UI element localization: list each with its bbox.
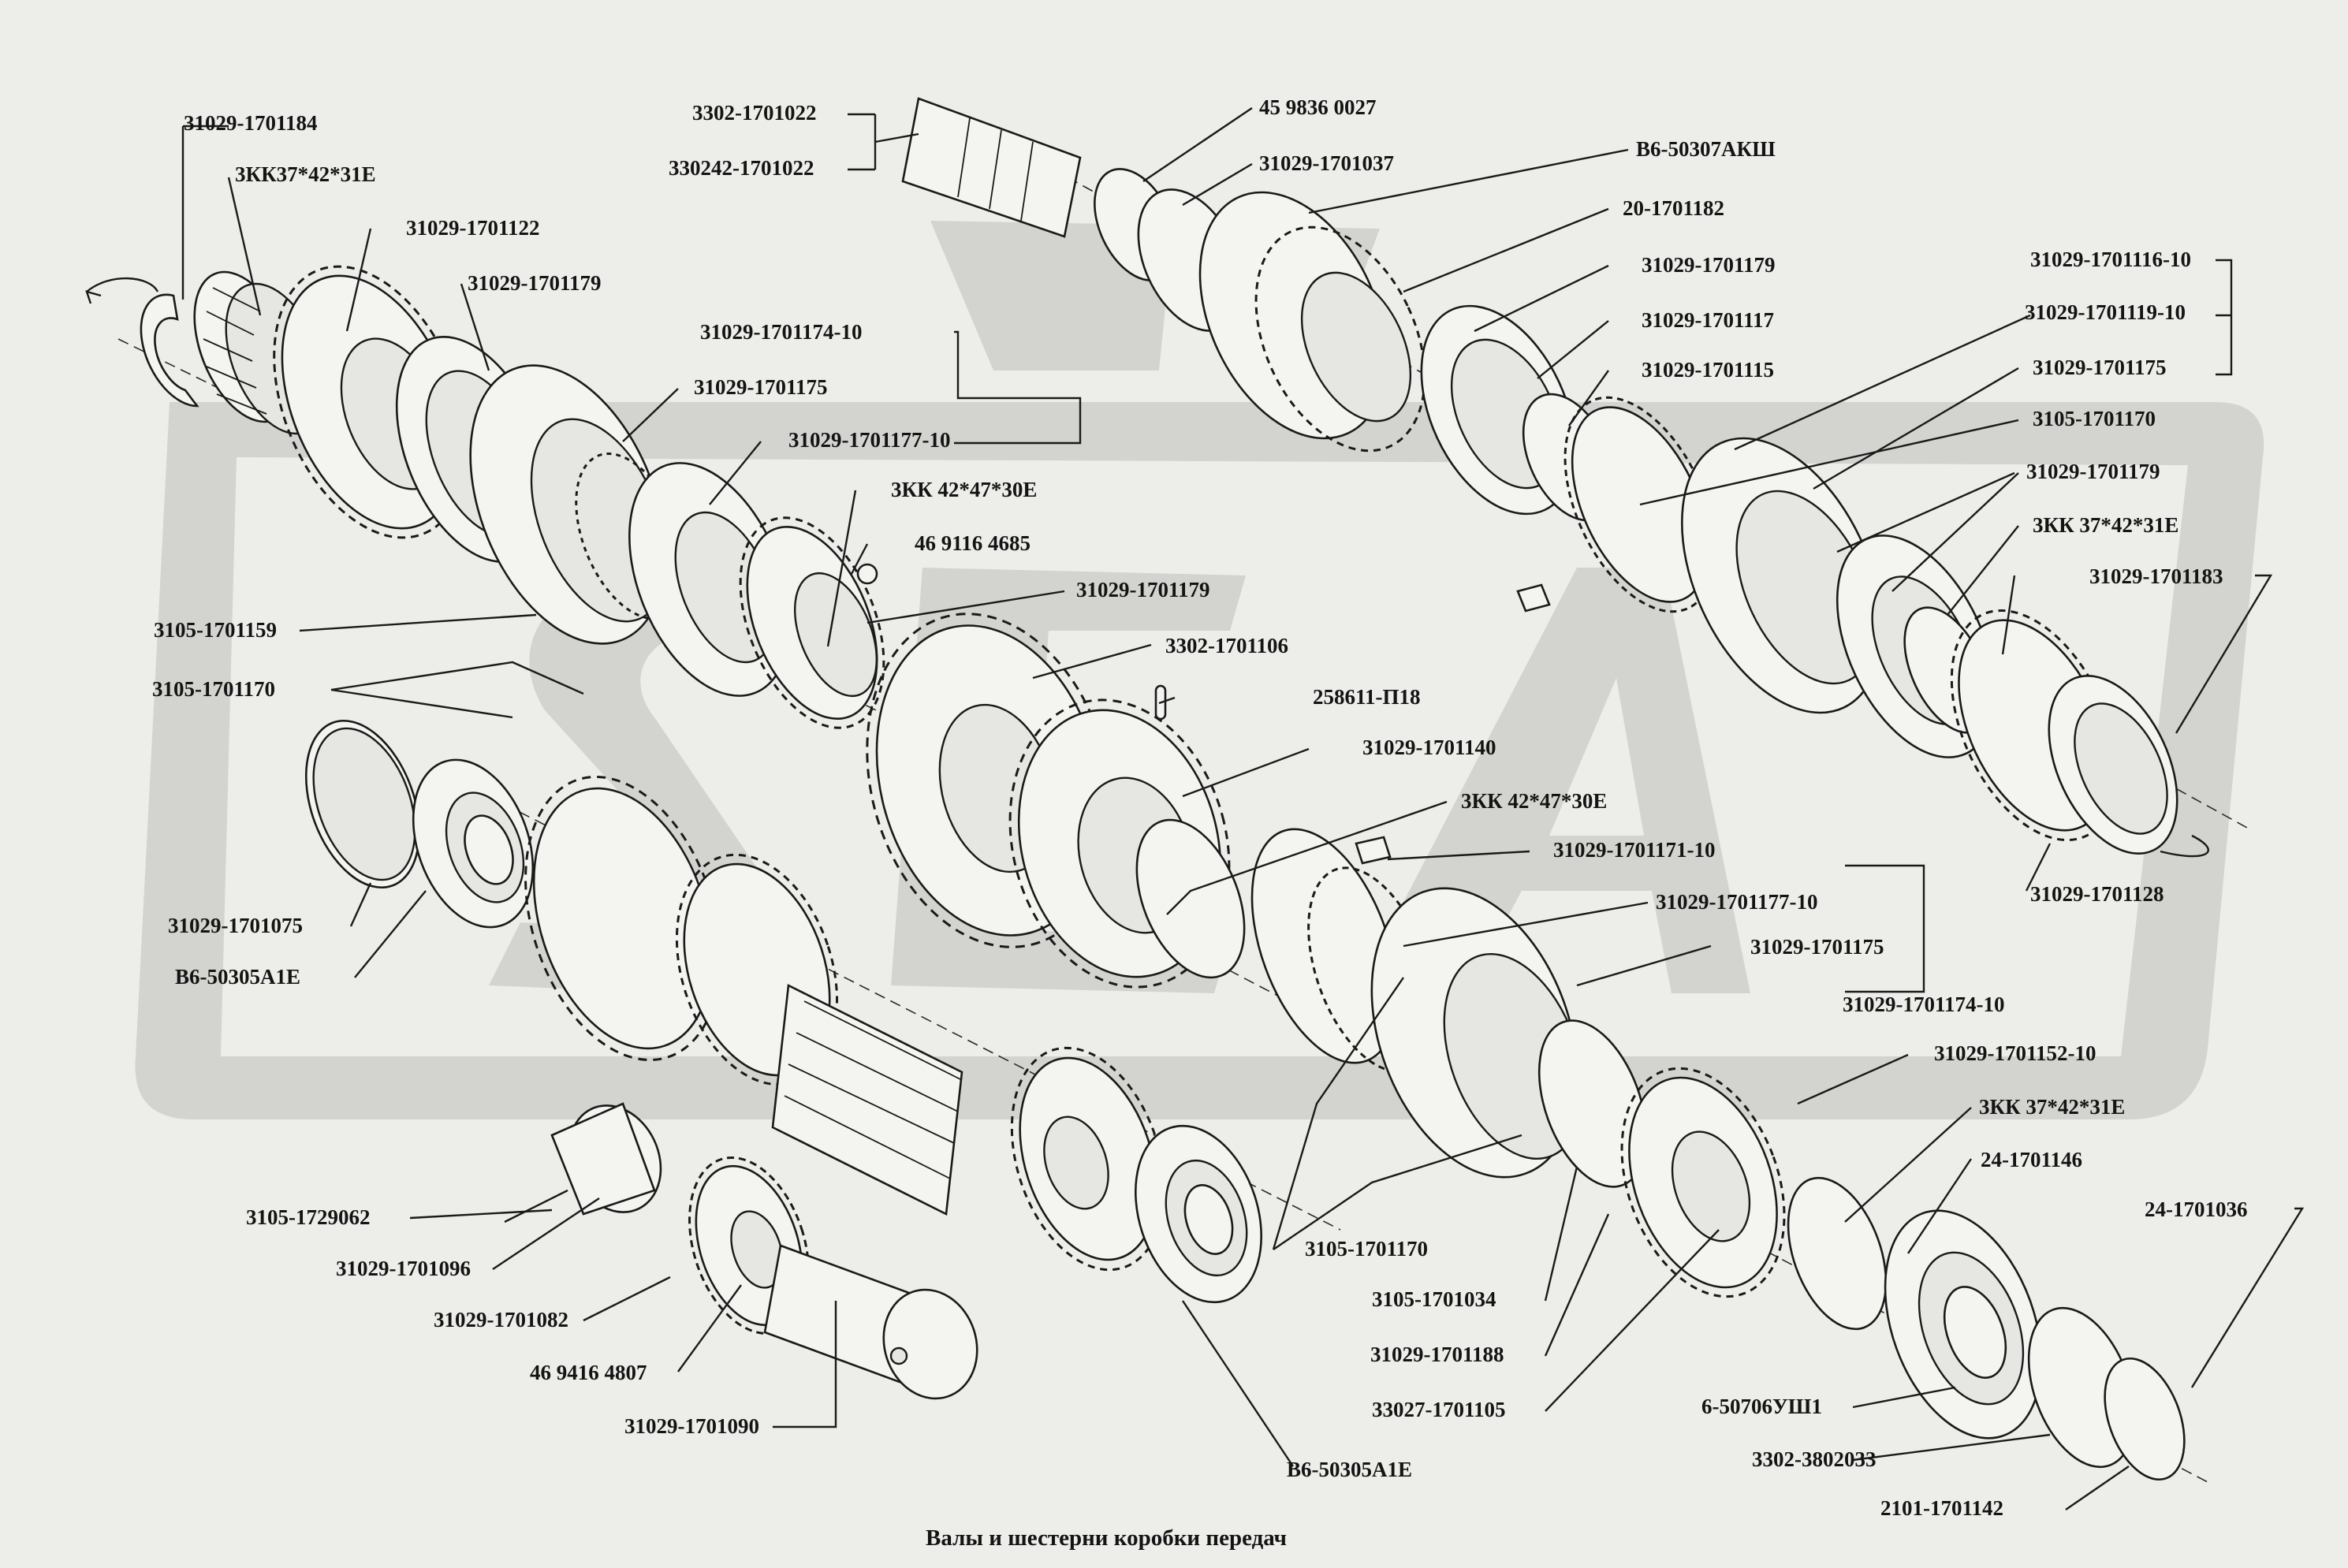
part-label: В6-50305А1Е <box>1287 1458 1412 1481</box>
part-label: 31029-1701179 <box>468 271 602 295</box>
snap-ring-31029-1701075 <box>304 719 421 889</box>
part-label: 6-50706УШ1 <box>1701 1395 1822 1418</box>
gear-31029-1701152-10 <box>1620 1067 1786 1298</box>
part-label: 31029-1701082 <box>434 1308 568 1331</box>
part-label: 31029-1701179 <box>1642 253 1776 277</box>
part-label: 31029-1701119-10 <box>2025 300 2186 324</box>
part-label: 31029-1701179 <box>2026 460 2160 483</box>
part-label: 3105-1701170 <box>2033 407 2156 430</box>
part-label: 20-1701182 <box>1623 196 1724 220</box>
part-label: 3КК 42*47*30Е <box>891 478 1037 501</box>
part-label: 31029-1701122 <box>406 216 540 240</box>
bearing-b6-50305a1e-right <box>1135 1124 1262 1304</box>
input-shaft-assembly <box>140 265 885 729</box>
part-label: 31029-1701175 <box>1750 935 1884 959</box>
part-label: 31029-1701184 <box>184 111 318 135</box>
part-label: 31029-1701175 <box>2033 356 2167 379</box>
diagram-caption: Валы и шестерни коробки передач <box>926 1525 1287 1551</box>
part-label: 31029-1701140 <box>1362 736 1496 759</box>
part-label: 3КК37*42*31Е <box>235 162 376 186</box>
part-label: В6-50305А1Е <box>175 965 300 989</box>
part-label: 45 9836 0027 <box>1259 95 1377 119</box>
output-shaft-assembly <box>901 97 2178 855</box>
part-label: 3302-3802033 <box>1752 1447 1877 1471</box>
part-label: 3КК 37*42*31Е <box>2033 513 2178 537</box>
part-label: 31029-1701096 <box>336 1257 471 1280</box>
needle-bearing-mid <box>739 516 885 729</box>
bearing-b6-50307akch <box>1198 191 1426 453</box>
part-label: 31029-1701175 <box>694 375 828 399</box>
part-label: 46 9416 4807 <box>530 1361 647 1384</box>
part-label: 24-1701146 <box>1981 1148 2082 1171</box>
part-label: 3105-1729062 <box>246 1205 371 1229</box>
part-label: 31029-1701152-10 <box>1934 1041 2096 1065</box>
part-label: 31029-1701174-10 <box>1843 993 2005 1016</box>
part-label: 24-1701036 <box>2145 1197 2248 1221</box>
bearing-b6-50305a1e-left <box>412 758 535 929</box>
countershaft <box>524 776 1166 1272</box>
part-label: 3КК 42*47*30Е <box>1461 789 1607 813</box>
part-label: 3105-1701034 <box>1372 1287 1496 1311</box>
part-label: 31029-1701115 <box>1642 358 1774 382</box>
part-label: 31029-1701116-10 <box>2030 248 2191 271</box>
part-label: 31029-1701183 <box>2089 564 2223 588</box>
part-label: 3105-1701159 <box>154 618 277 642</box>
part-label: 2101-1701142 <box>1880 1496 2003 1520</box>
part-label: В6-50307АКШ <box>1636 137 1776 161</box>
part-label: 330242-1701022 <box>669 156 814 180</box>
part-label: 3302-1701022 <box>692 101 817 125</box>
part-label: 3КК 37*42*31Е <box>1979 1095 2125 1119</box>
part-label: 46 9116 4685 <box>915 531 1031 555</box>
leader-lines <box>181 107 2305 1510</box>
part-label: 31029-1701171-10 <box>1553 838 1716 862</box>
part-label: 31029-1701179 <box>1076 578 1210 602</box>
reverse-group <box>504 1102 978 1400</box>
lower-right-assembly <box>1250 828 2186 1481</box>
part-label: 31029-1701037 <box>1259 151 1394 175</box>
part-label: 31029-1701188 <box>1370 1343 1504 1366</box>
part-label: 33027-1701105 <box>1372 1398 1506 1421</box>
ring-31029-1701183 <box>2048 674 2178 855</box>
part-label: 31029-1701177-10 <box>1656 890 1818 914</box>
part-label: 3105-1701170 <box>1305 1237 1428 1261</box>
part-label: 31029-1701128 <box>2030 882 2164 906</box>
part-label: 31029-1701090 <box>624 1414 759 1438</box>
part-label: 3105-1701170 <box>152 677 275 701</box>
part-label: 31029-1701075 <box>168 914 303 937</box>
synchronizer-hub-left <box>628 462 791 697</box>
part-label: 31029-1701117 <box>1642 308 1774 332</box>
bearing-6-50706ush1 <box>1884 1209 2043 1440</box>
part-label: 3302-1701106 <box>1165 634 1288 657</box>
part-labels: 31029-1701184 3КК37*42*31Е 31029-1701122… <box>152 95 2248 1520</box>
part-label: 31029-1701177-10 <box>788 428 951 452</box>
part-label: 258611-П18 <box>1313 685 1421 709</box>
part-label: 31029-1701174-10 <box>700 320 863 344</box>
